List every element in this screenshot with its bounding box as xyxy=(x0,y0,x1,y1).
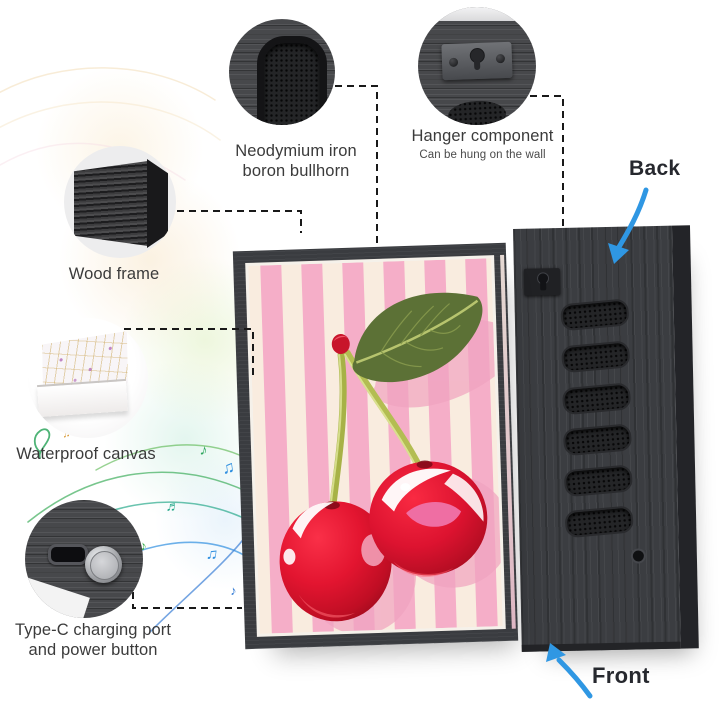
speaker-back-panel xyxy=(513,225,699,652)
speaker-vent-slot xyxy=(561,382,632,416)
music-note-icon: ♫ xyxy=(220,457,236,478)
hanger-detail-circle xyxy=(418,7,536,125)
power-button-icon xyxy=(85,546,122,583)
back-panel-face xyxy=(513,225,681,652)
cherry-artwork xyxy=(248,258,503,634)
hanger-plate xyxy=(441,41,513,81)
treble-clef-icon xyxy=(33,428,51,459)
music-note-icon: ♫ xyxy=(204,545,220,564)
speaker-vent-slot xyxy=(560,340,631,374)
wood-frame-callout-label: Wood frame xyxy=(68,265,160,283)
hanger-callout-label: Hanger component Can be hung on the wall xyxy=(390,126,575,163)
front-label: Front xyxy=(592,663,650,688)
speaker-callout-label: Neodymium iron boron bullhorn xyxy=(235,142,357,181)
canvas-callout-label: Waterproof canvas xyxy=(16,445,156,463)
wood-corner-face xyxy=(74,161,148,246)
screw-icon xyxy=(495,54,506,64)
music-note-icon: ♬ xyxy=(165,497,181,515)
wood-corner-side xyxy=(147,159,168,248)
speaker-vent-slot xyxy=(564,505,635,539)
speaker-vent-slot xyxy=(563,464,634,498)
canvas-box-side xyxy=(36,378,129,418)
usb-c-port-icon xyxy=(48,544,88,565)
typec-callout-label: Type-C charging port and power button xyxy=(14,621,172,660)
typec-detail-circle xyxy=(25,500,143,618)
canvas-detail-circle xyxy=(28,318,148,438)
front-canvas-frame xyxy=(232,242,519,650)
speaker-vent-slot xyxy=(559,298,630,332)
speaker-detail-circle xyxy=(229,19,335,125)
aux-hole xyxy=(630,548,647,564)
hanger-callout-subtitle: Can be hung on the wall xyxy=(419,149,546,162)
speaker-vent-slot xyxy=(562,423,633,457)
hanger-bracket xyxy=(523,268,561,296)
speaker-grille-icon xyxy=(257,36,327,125)
screw-icon xyxy=(448,57,459,67)
music-note-icon: ♪ xyxy=(229,582,238,599)
wood-frame-detail-circle xyxy=(64,146,176,258)
back-label: Back xyxy=(629,157,681,180)
